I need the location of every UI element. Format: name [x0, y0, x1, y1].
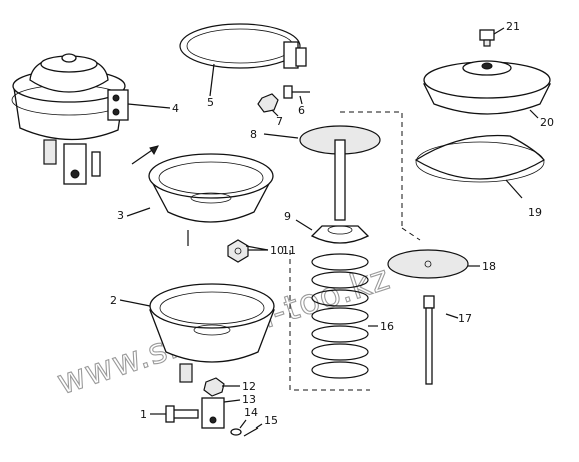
part-5-clamp-ring	[179, 23, 307, 69]
part-14-washer	[230, 428, 242, 436]
leader-13	[223, 399, 241, 403]
part-7-nut	[257, 93, 279, 113]
part-6-bolt	[283, 85, 310, 99]
label-3: 3	[117, 209, 124, 222]
label-1: 1	[140, 408, 147, 421]
leader-2	[119, 299, 151, 307]
label-9: 9	[284, 210, 291, 223]
part-17-long-bolt	[423, 295, 435, 385]
leader-5	[209, 63, 215, 97]
part-2-lower-housing	[149, 283, 275, 383]
part-15-cotter-pin	[243, 427, 259, 437]
leader-9	[295, 219, 313, 231]
label-14: 14	[244, 406, 258, 419]
label-8: 8	[250, 128, 257, 141]
part-10-nut	[227, 239, 249, 263]
leader-14	[239, 419, 247, 429]
label-11: 11	[282, 244, 296, 257]
arrow-head	[149, 145, 159, 155]
leader-19	[505, 179, 523, 199]
part-21-cap-plug	[479, 29, 495, 47]
leader-7	[271, 109, 279, 117]
label-6: 6	[298, 104, 305, 117]
label-13: 13	[242, 393, 256, 406]
part-3-upper-housing	[148, 153, 274, 246]
part-18-disc	[387, 249, 469, 279]
guide-dash-link	[401, 227, 421, 241]
label-19: 19	[528, 206, 542, 219]
leader-4	[127, 103, 171, 109]
leader-8	[263, 133, 299, 139]
leader-3	[126, 207, 151, 217]
label-17: 17	[458, 312, 472, 325]
part-1-pin	[165, 405, 199, 423]
guide-dash-center	[289, 250, 370, 391]
leader-15	[255, 423, 263, 429]
part-8-diaphragm-rod	[299, 125, 381, 221]
leader-11	[245, 245, 269, 251]
leader-21	[493, 27, 505, 35]
part-16-coil-spring	[311, 253, 369, 379]
label-10: 10	[270, 244, 284, 257]
part-9-spring-seat	[310, 225, 370, 244]
label-21: 21	[506, 20, 520, 33]
label-5: 5	[207, 96, 214, 109]
label-7: 7	[276, 115, 283, 128]
leader-17	[445, 313, 459, 319]
part-4-chamber-assembly	[11, 53, 129, 185]
label-16: 16	[380, 320, 394, 333]
label-18: 18	[482, 260, 496, 273]
label-15: 15	[264, 414, 278, 427]
label-12: 12	[242, 380, 256, 393]
part-12-nut	[203, 377, 225, 397]
label-2: 2	[110, 294, 117, 307]
leader-6	[299, 95, 303, 105]
label-4: 4	[172, 102, 179, 115]
part-13-clevis	[201, 397, 225, 429]
part-19-diaphragm	[414, 134, 545, 183]
part-20-cover	[422, 60, 552, 115]
guide-dash-top	[340, 111, 403, 228]
label-20: 20	[540, 116, 554, 129]
leader-20	[529, 109, 539, 119]
